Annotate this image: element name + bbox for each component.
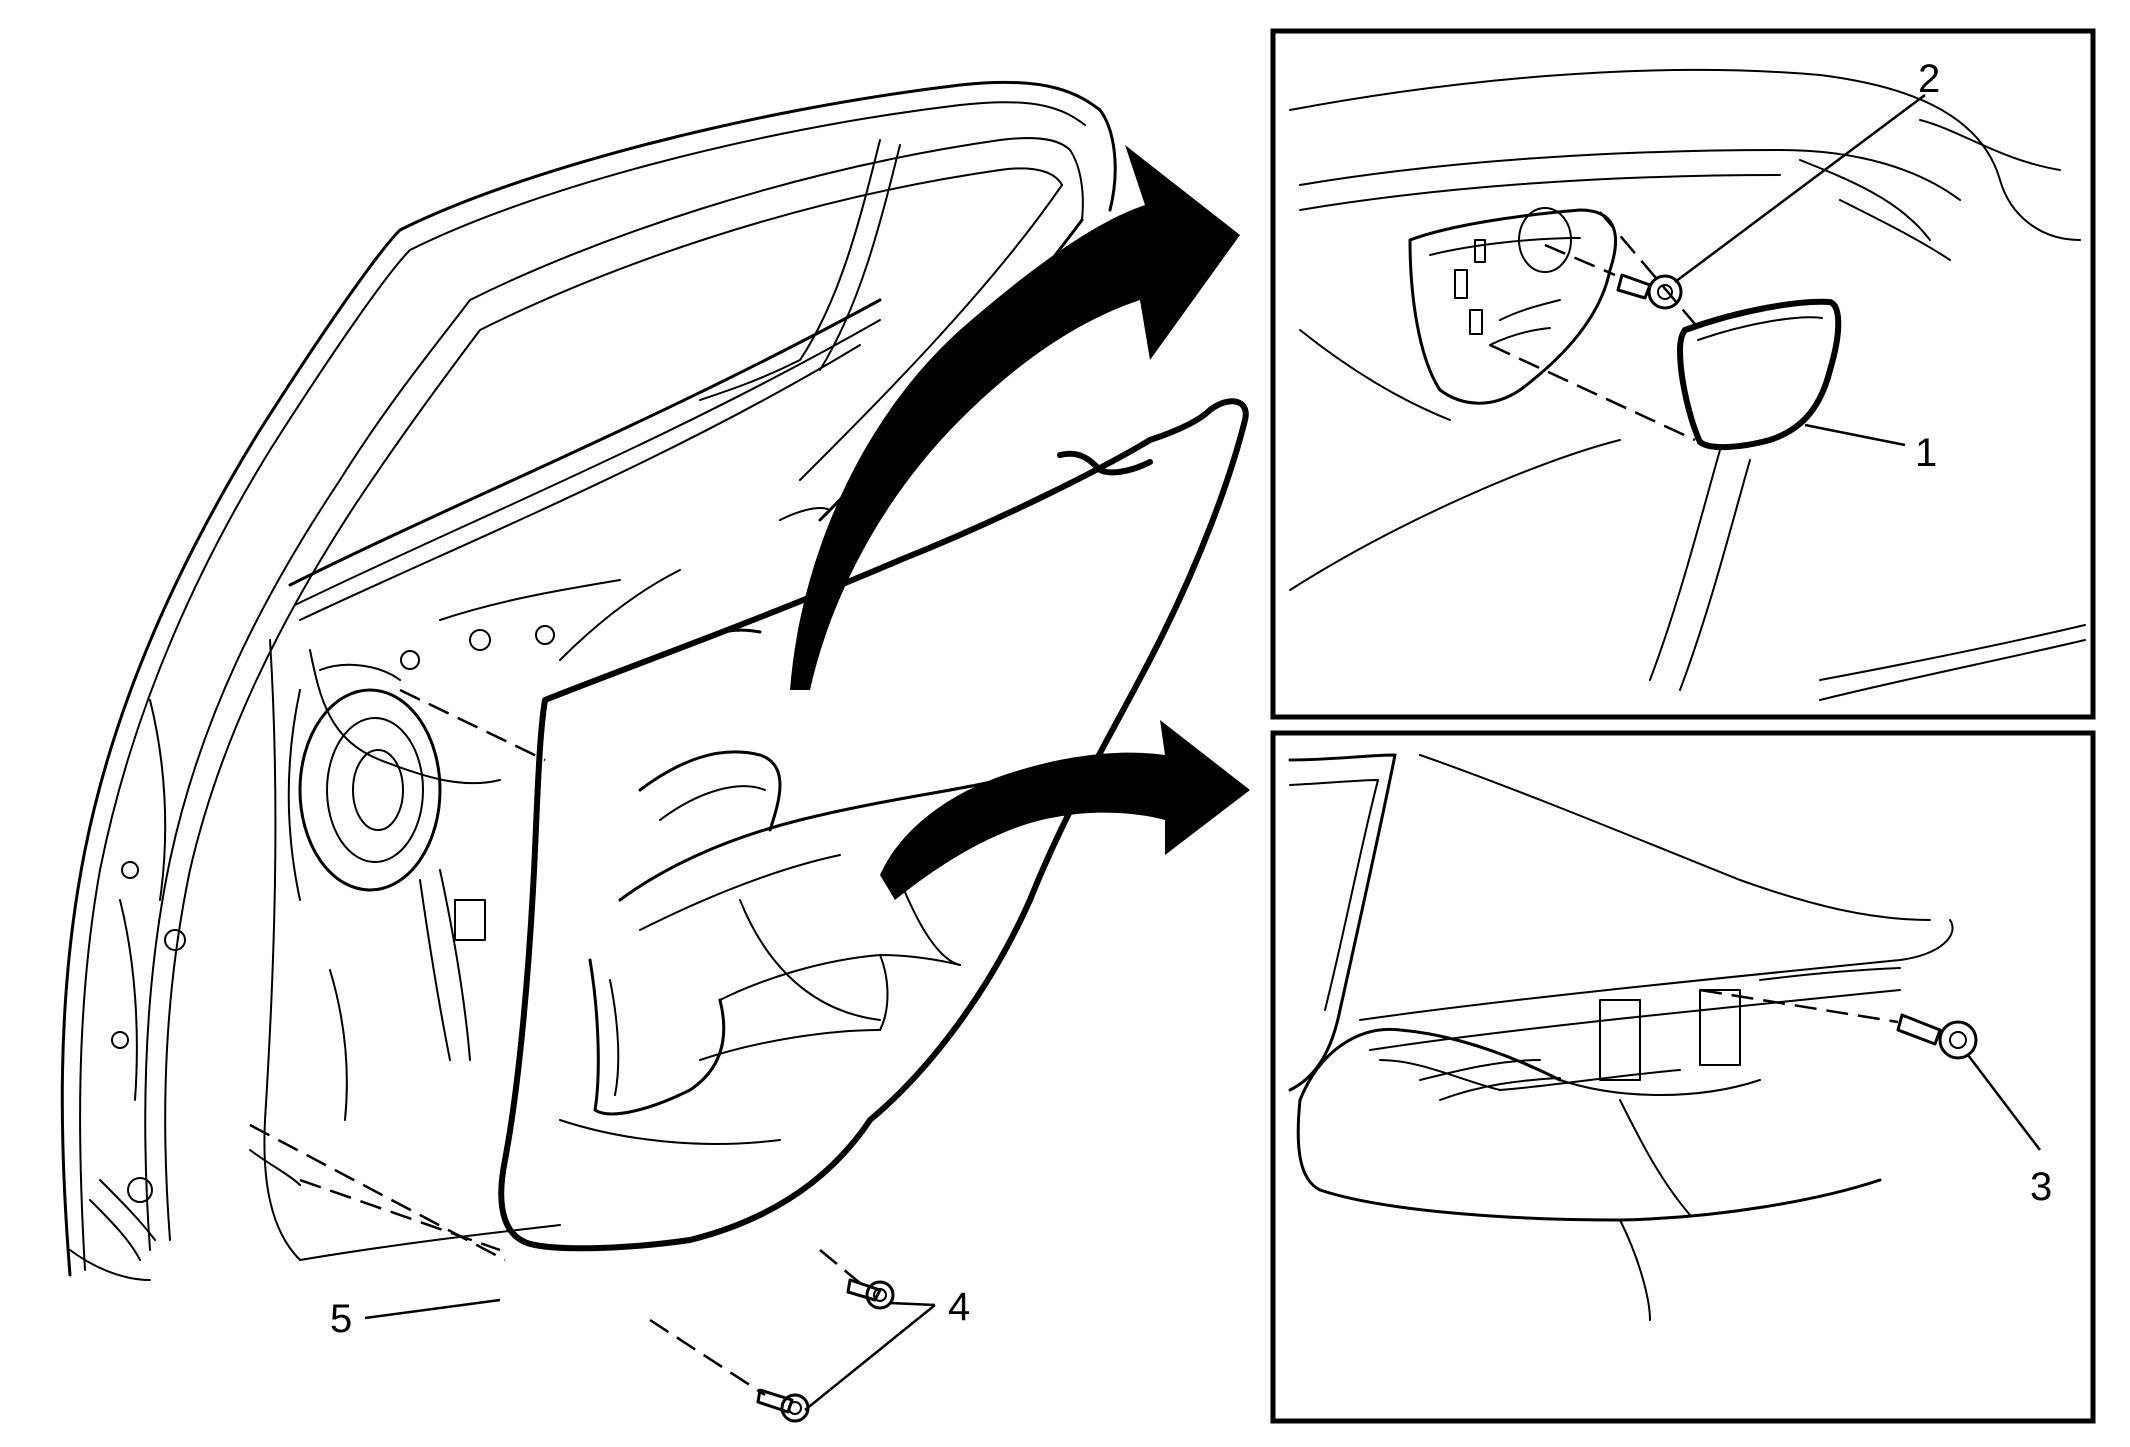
callout-1: 1 <box>1915 431 1937 475</box>
callout-5: 5 <box>330 1297 352 1341</box>
alignment-line-screw-upper <box>819 1249 861 1284</box>
upper-detail-view: 2 1 <box>1270 28 2096 720</box>
armrest-screw <box>1896 1013 1978 1060</box>
callout-2: 2 <box>1918 57 1940 101</box>
upper-view-arrow <box>790 145 1240 690</box>
door-trim-panel <box>498 398 1249 1252</box>
trim-screw-upper <box>846 1278 895 1310</box>
switch-bezel <box>1677 298 1842 451</box>
leader-5 <box>364 1298 501 1320</box>
callout-3: 3 <box>2030 1165 2052 1209</box>
alignment-line-panel-3 <box>399 688 546 762</box>
alignment-line-screw-lower <box>649 1318 766 1397</box>
lower-view-arrow <box>880 720 1250 900</box>
alignment-line-panel-1 <box>249 1123 506 1262</box>
callout-4: 4 <box>948 1285 970 1329</box>
trim-screw-lower <box>756 1388 810 1423</box>
bezel-screw <box>1616 273 1683 310</box>
leader-4 <box>804 1301 936 1411</box>
alignment-line-panel-2 <box>299 1178 501 1252</box>
lower-detail-view: 3 <box>1270 730 2096 1424</box>
